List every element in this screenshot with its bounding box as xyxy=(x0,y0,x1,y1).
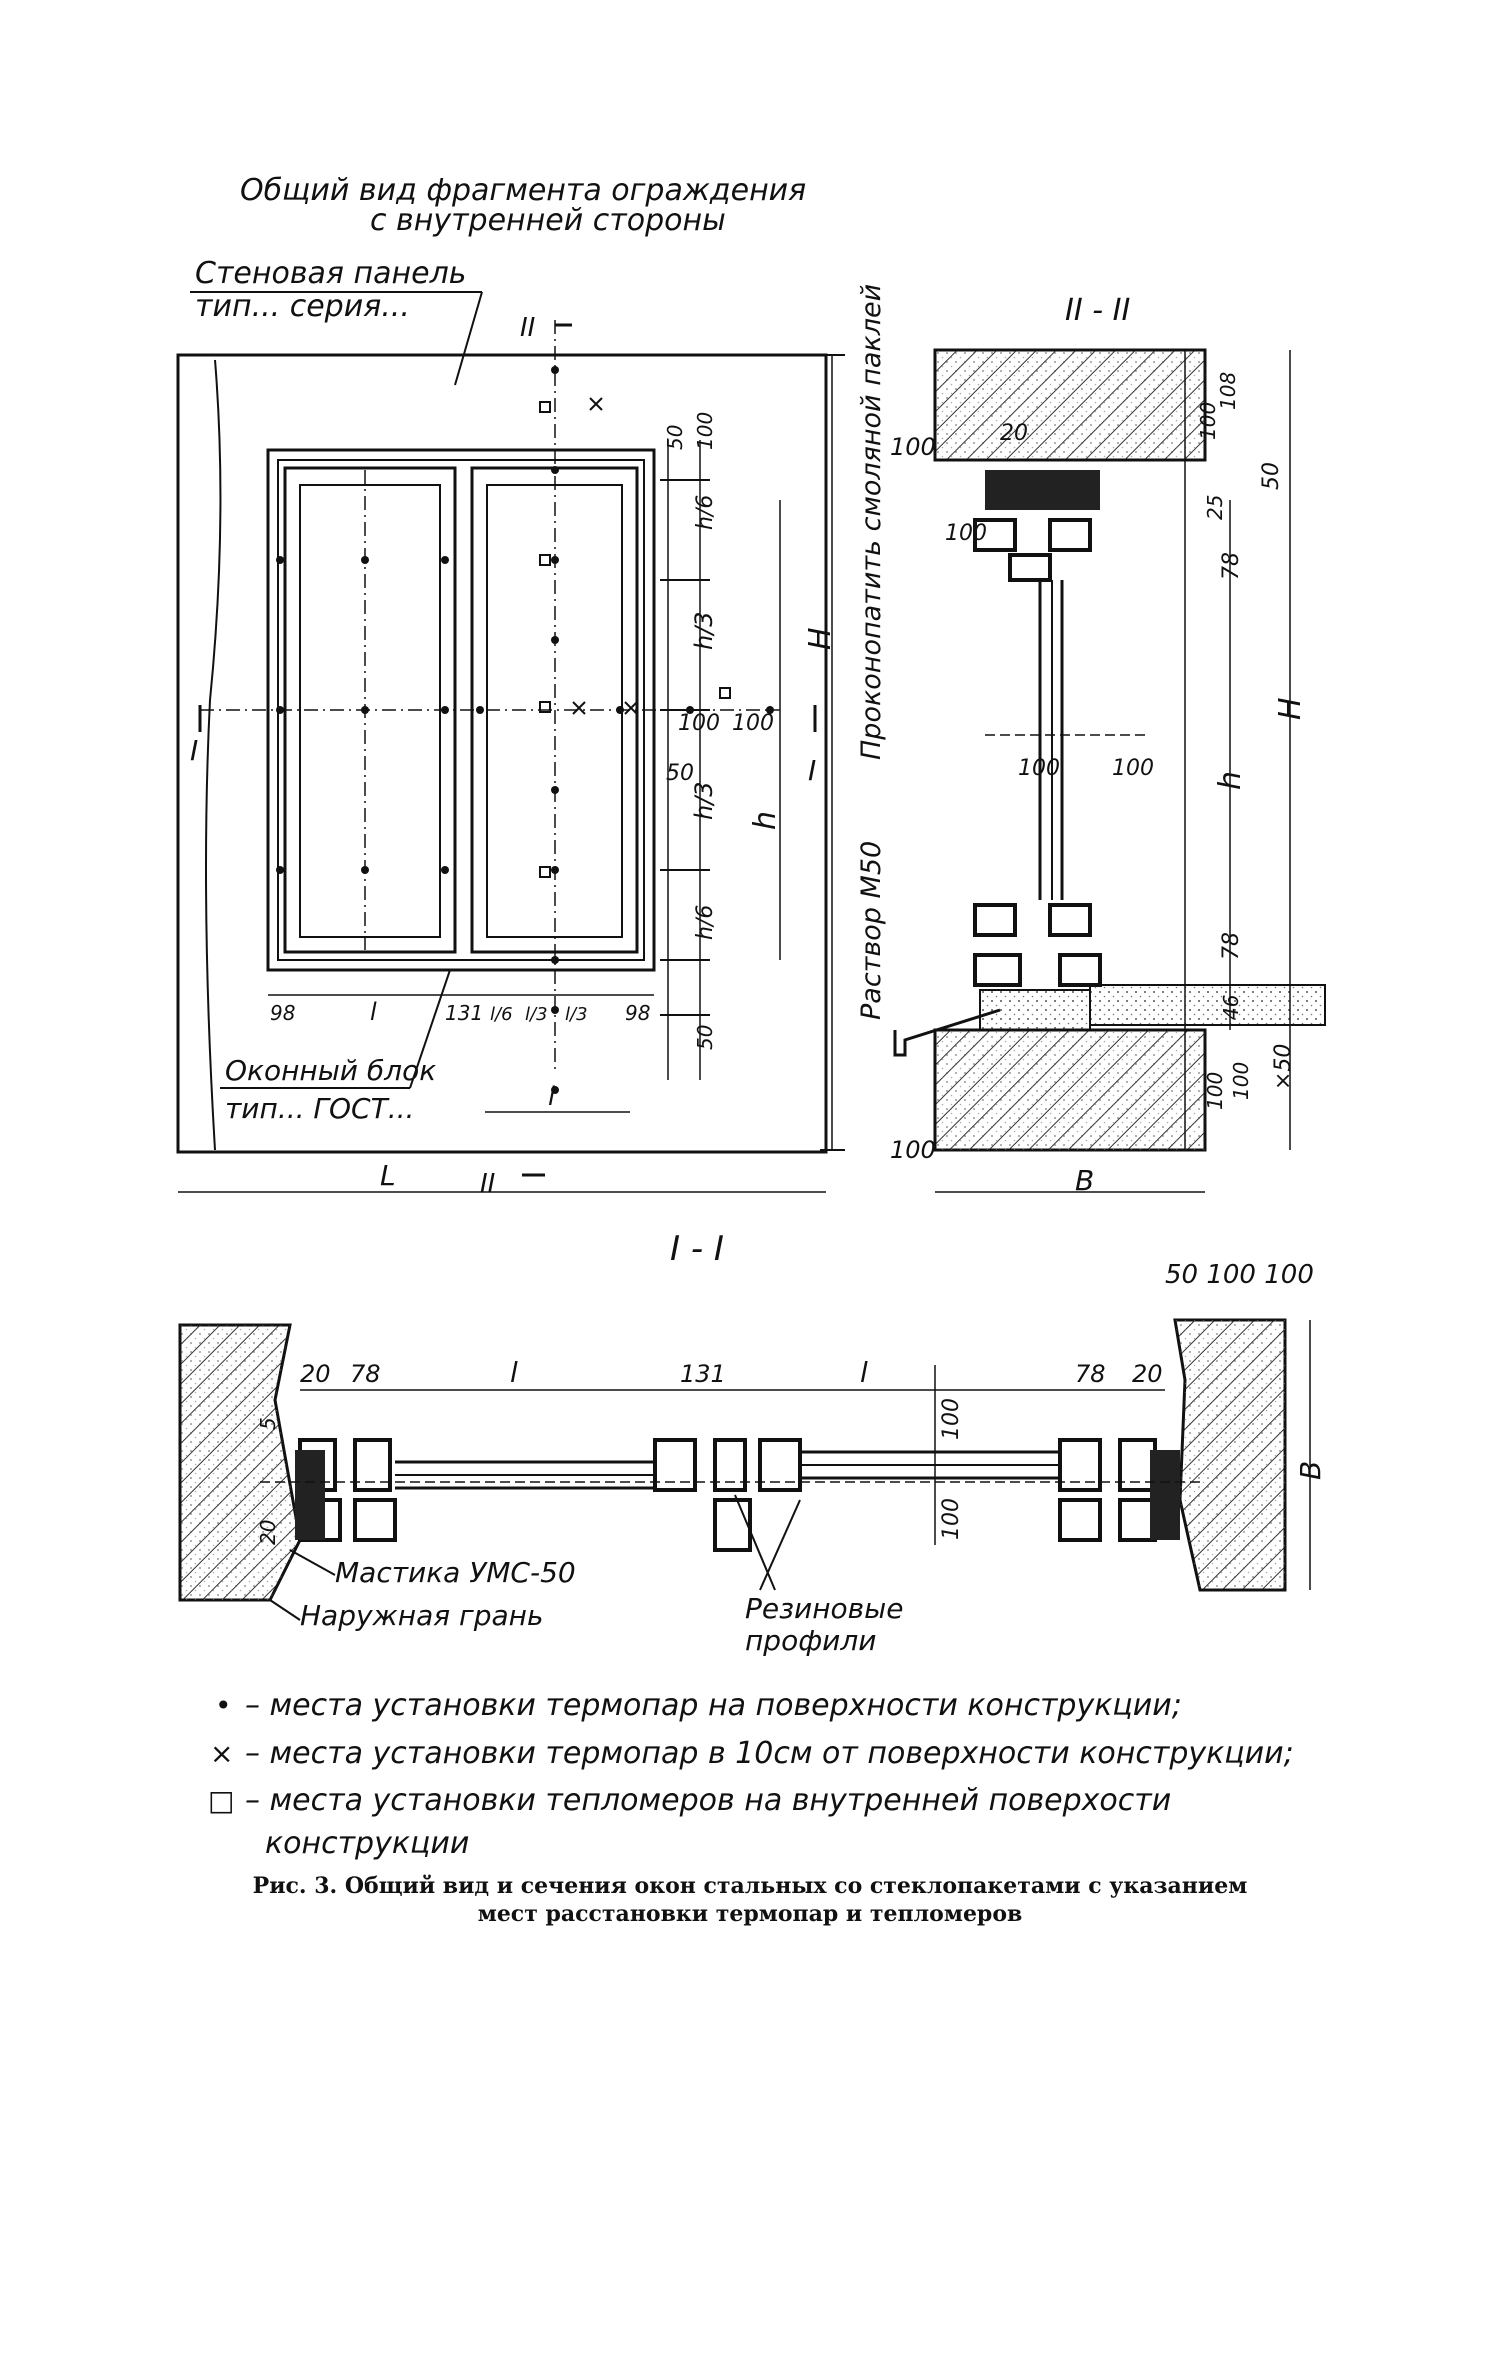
dim-top-row: 50 100 100 xyxy=(1165,1260,1314,1290)
dim-H-II: H xyxy=(1273,697,1308,720)
dim-50-bottom: 50 xyxy=(693,1025,717,1050)
label-window-block-type: тип... ГОСТ... xyxy=(225,1092,414,1125)
dim-L: L xyxy=(380,1159,396,1192)
legend-symbol-1: • xyxy=(215,1689,232,1722)
section-mark-II-top: II xyxy=(520,313,535,343)
legend-text-4: конструкции xyxy=(265,1826,469,1861)
dim-H: H xyxy=(803,627,838,650)
label-mastic: Мастика УМС-50 xyxy=(335,1556,576,1589)
dim-20-II: 20 xyxy=(1000,421,1028,446)
dim-100-II-mid-right: 100 xyxy=(1112,756,1154,781)
dim-h6-top: h/6 xyxy=(693,495,718,530)
dim-108-II: 108 xyxy=(1216,372,1240,410)
label-outer-face: Наружная грань xyxy=(300,1599,543,1632)
label-rubber-profiles-2: профили xyxy=(745,1624,876,1657)
dim-100-I-down: 100 xyxy=(939,1498,964,1540)
dim-100-mid-right: 100 xyxy=(732,711,774,736)
dim-5-I: 5 xyxy=(256,1417,280,1430)
dim-h3-top: h/3 xyxy=(690,611,718,650)
dim-l3-right: l/3 xyxy=(565,1004,588,1025)
dim-98-left: 98 xyxy=(270,1001,295,1025)
legend-text-2: – места установки термопар в 10см от пов… xyxy=(245,1736,1294,1771)
title-general-view-2: с внутренней стороны xyxy=(370,203,726,238)
leader-line xyxy=(454,291,483,386)
label-wall-panel-type: тип... серия... xyxy=(195,289,410,324)
dim-x50-II: ×50 xyxy=(1271,1044,1296,1090)
dim-100-II-b2: 100 xyxy=(1229,1062,1253,1100)
title-section-II: II - II xyxy=(1065,293,1130,328)
dim-131-I: 131 xyxy=(680,1360,726,1388)
dim-B-section: B xyxy=(1075,1164,1094,1197)
dim-l-I-right: l xyxy=(860,1356,868,1389)
label-rubber-profiles-1: Резиновые xyxy=(745,1592,903,1625)
legend-symbol-3: □ xyxy=(208,1784,234,1817)
dim-h: h xyxy=(748,811,783,830)
dim-20-I-right: 20 xyxy=(1132,1360,1163,1388)
dim-100-II-bottom: 100 xyxy=(890,1136,936,1164)
section-mark-II-bottom: II xyxy=(480,1169,495,1199)
dim-50-top: 50 xyxy=(663,425,687,450)
caption-line-1: Рис. 3. Общий вид и сечения окон стальны… xyxy=(252,1873,1248,1899)
dim-l-lower: l xyxy=(548,1082,556,1112)
title-section-I: I - I xyxy=(670,1229,724,1269)
dim-l-front: l xyxy=(370,998,377,1026)
dim-50-II-top: 50 xyxy=(1259,462,1284,490)
section-mark-I-right: I xyxy=(808,754,816,787)
dim-100-II-mid-left: 100 xyxy=(1018,756,1060,781)
section-mark-I-left: I xyxy=(190,734,198,767)
dim-h-II: h xyxy=(1213,771,1248,790)
legend-text-3: – места установки тепломеров на внутренн… xyxy=(245,1783,1171,1818)
dim-78-I-right: 78 xyxy=(1075,1360,1106,1388)
dim-100-top: 100 xyxy=(693,412,717,450)
dim-131-front: 131 xyxy=(445,1001,483,1025)
dim-h6-bottom: h/6 xyxy=(693,905,718,940)
dim-20-I-left: 20 xyxy=(300,1360,331,1388)
section-II-II: II - II B 100 100 20 100 100 100 xyxy=(856,284,1326,1197)
dim-100-II-r1: 100 xyxy=(1196,402,1220,440)
legend: • – места установки термопар на поверхно… xyxy=(208,1688,1294,1861)
label-caulk: Проконопатить смоляной паклей xyxy=(856,284,887,760)
caption-line-2: мест расстановки термопар и тепломеров xyxy=(477,1901,1023,1927)
dim-100-II-top: 100 xyxy=(890,433,936,461)
legend-symbol-2: × xyxy=(210,1737,233,1770)
legend-text-1: – места установки термопар на поверхност… xyxy=(245,1688,1182,1723)
label-window-block: Оконный блок xyxy=(225,1054,436,1087)
dim-l3-left: l/3 xyxy=(525,1004,548,1025)
label-mortar: Раствор М50 xyxy=(856,841,887,1020)
dim-h3-bottom: h/3 xyxy=(690,781,718,820)
figure-caption: Рис. 3. Общий вид и сечения окон стальны… xyxy=(160,1872,1340,1928)
dim-100-II-left: 100 xyxy=(945,521,987,546)
label-wall-panel: Стеновая панель xyxy=(195,256,466,291)
dim-B-I: B xyxy=(1294,1461,1327,1480)
dim-98-right: 98 xyxy=(625,1001,650,1025)
dim-78-I-left: 78 xyxy=(350,1360,381,1388)
dim-100-II-b1: 100 xyxy=(1203,1072,1227,1110)
dim-20-I-vert: 20 xyxy=(256,1520,280,1545)
dim-l6-left: l/6 xyxy=(490,1004,513,1025)
dim-78-II-top: 78 xyxy=(1219,552,1244,580)
dim-100-mid-left: 100 xyxy=(678,711,720,736)
dim-25-II: 25 xyxy=(1203,495,1227,520)
dim-46-II: 46 xyxy=(1219,995,1243,1020)
front-view: II II I I 50 100 h/6 h/3 h/3 h/6 50 50 1… xyxy=(176,313,845,1199)
dim-50-mid: 50 xyxy=(666,761,694,786)
section-I-I: I - I 50 100 100 20 78 l 131 xyxy=(178,1229,1327,1657)
dim-100-I-up: 100 xyxy=(939,1398,964,1440)
title-general-view: Общий вид фрагмента ограждения xyxy=(240,173,806,208)
dim-l-I-left: l xyxy=(510,1356,518,1389)
dim-78-II-bottom: 78 xyxy=(1219,932,1244,960)
